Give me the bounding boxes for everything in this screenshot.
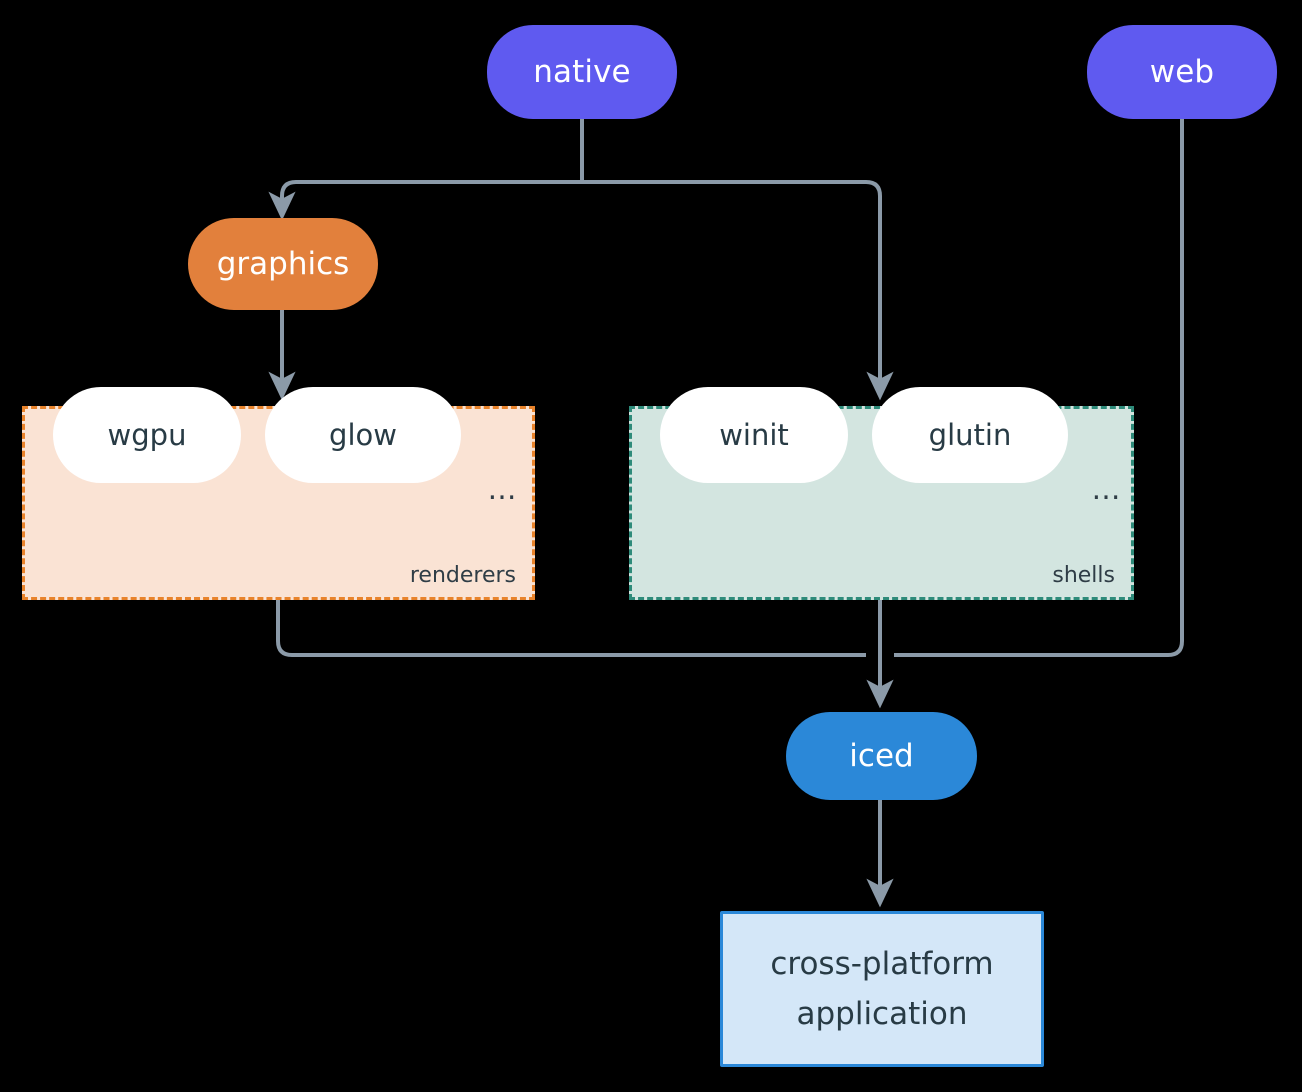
node-web-label: web	[1149, 54, 1215, 90]
edge-renderers-to-merge	[276, 600, 866, 657]
group-shells-label: shells	[1052, 563, 1115, 588]
renderers-ellipsis-label: …	[487, 472, 519, 506]
shells-ellipsis-label: …	[1091, 472, 1123, 506]
node-cross-platform-application[interactable]: cross-platform application	[720, 911, 1044, 1067]
node-web[interactable]: web	[1087, 25, 1277, 119]
node-glutin-label: glutin	[928, 418, 1012, 452]
node-native[interactable]: native	[487, 25, 677, 119]
edge-native-to-graphics	[268, 180, 582, 221]
application-label-line-2: application	[796, 996, 968, 1032]
renderers-ellipsis: …	[480, 475, 526, 514]
node-winit[interactable]: winit	[660, 387, 848, 483]
node-native-label: native	[533, 54, 631, 90]
node-glutin[interactable]: glutin	[872, 387, 1068, 483]
node-glow-label: glow	[329, 418, 397, 452]
group-renderers: wgpu glow … renderers	[22, 387, 535, 600]
node-graphics-label: graphics	[216, 246, 350, 282]
node-glow[interactable]: glow	[265, 387, 461, 483]
shells-ellipsis: …	[1084, 475, 1130, 514]
application-label-block: cross-platform application	[770, 939, 993, 1039]
edge-native-to-shells	[582, 180, 894, 401]
group-renderers-label: renderers	[409, 563, 516, 588]
application-label-line-1: cross-platform	[770, 945, 994, 982]
node-wgpu[interactable]: wgpu	[53, 387, 241, 483]
node-iced[interactable]: iced	[786, 712, 977, 800]
node-iced-label: iced	[849, 738, 914, 774]
group-shells: winit glutin … shells	[629, 387, 1134, 600]
node-winit-label: winit	[719, 418, 789, 452]
node-wgpu-label: wgpu	[107, 418, 187, 452]
node-graphics[interactable]: graphics	[188, 218, 378, 310]
